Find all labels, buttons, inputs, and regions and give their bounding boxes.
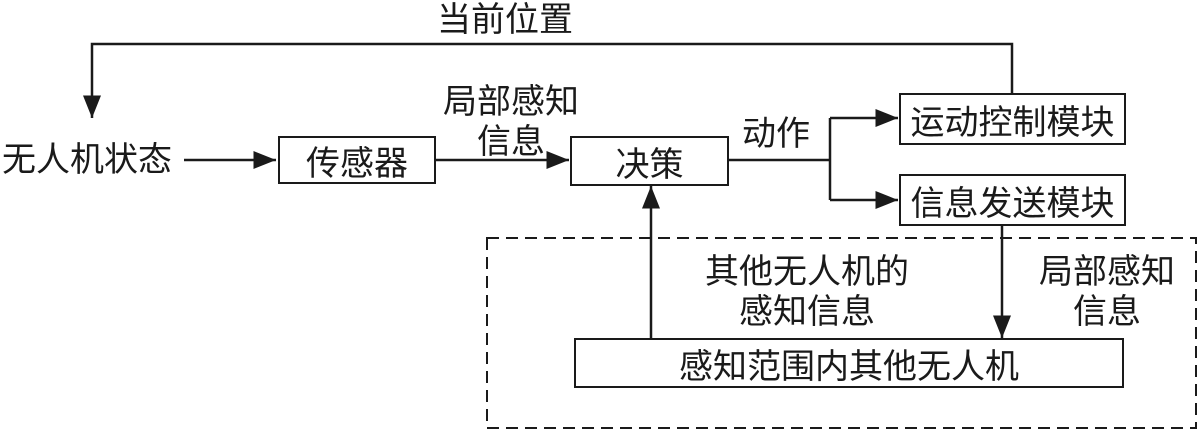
label-other-uav-perception: 其他无人机的 感知信息: [705, 252, 909, 332]
label-local-perception-right: 局部感知 信息: [1039, 252, 1175, 332]
box-nearby-uavs: 感知范围内其他无人机: [574, 338, 1124, 388]
dashed-region: [486, 237, 1197, 429]
feedback-arrow: [83, 42, 1014, 118]
label-local-perception: 局部感知 信息: [443, 82, 579, 162]
box-motion-control: 运动控制模块: [899, 93, 1126, 145]
label-action: 动作: [742, 114, 810, 154]
box-info-send: 信息发送模块: [899, 174, 1126, 226]
box-decision: 决策: [570, 136, 729, 186]
label-current-position: 当前位置: [437, 0, 573, 40]
label-uav-state: 无人机状态: [2, 140, 172, 180]
box-sensor: 传感器: [278, 136, 436, 184]
